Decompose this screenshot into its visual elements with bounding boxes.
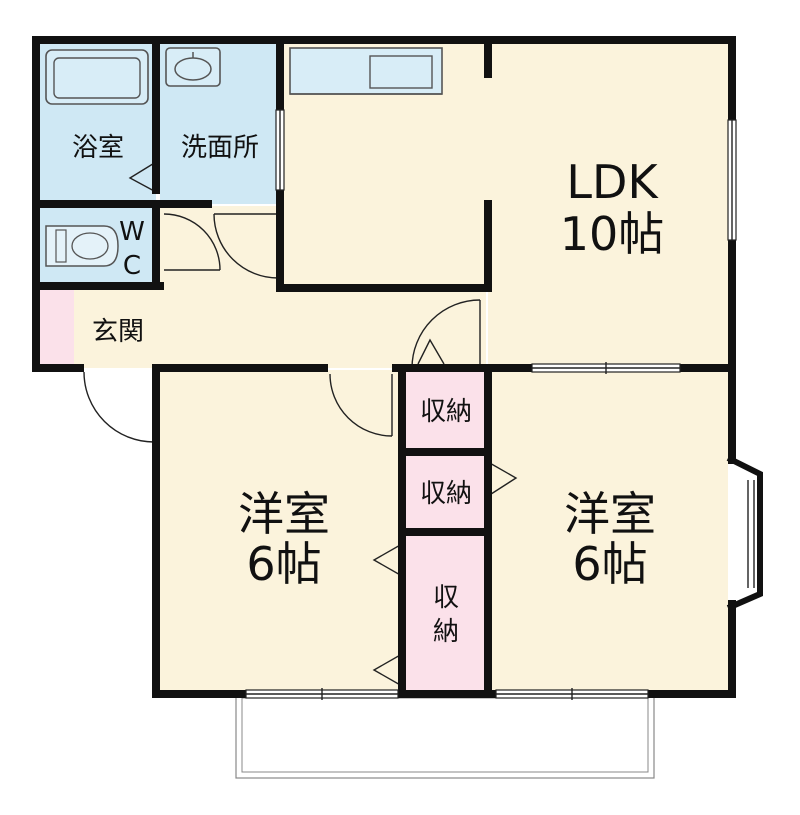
storage-low-label-1: 収 [433,583,459,613]
ldk-size-label: 10帖 [560,207,665,261]
east-room-floor [490,370,728,694]
toilet-icon [45,225,119,267]
washroom-label: 洗面所 [181,133,259,163]
west-room-floor [160,370,402,694]
hall-floor [40,206,486,368]
entrance-step [40,290,74,366]
wc-label-w: W [119,217,145,247]
west-room-label: 洋室 [238,487,330,541]
wc-label-c: C [123,251,141,281]
sink-icon [165,47,221,87]
balcony [235,693,655,779]
windows [245,109,737,700]
kitchen-counter-icon [289,47,443,95]
storage-mid-label: 収納 [420,479,472,509]
storage-low-floor [406,536,486,692]
storage-top-floor [406,372,486,452]
bathtub-icon [45,49,149,105]
west-room-size-label: 6帖 [246,537,321,591]
ldk-label: LDK [566,155,659,209]
storage-top-label: 収納 [420,397,472,427]
entrance-label: 玄関 [92,317,144,347]
bay-window [726,455,763,611]
storage-low-label-2: 納 [433,617,459,647]
east-room-size-label: 6帖 [572,537,647,591]
storage-mid-floor [406,456,486,532]
east-room-label: 洋室 [564,487,656,541]
room-labels: 浴室 洗面所 W C 玄関 LDK 10帖 洋室 6帖 洋室 6帖 収納 収納 … [72,133,664,647]
bath-label: 浴室 [72,133,124,163]
